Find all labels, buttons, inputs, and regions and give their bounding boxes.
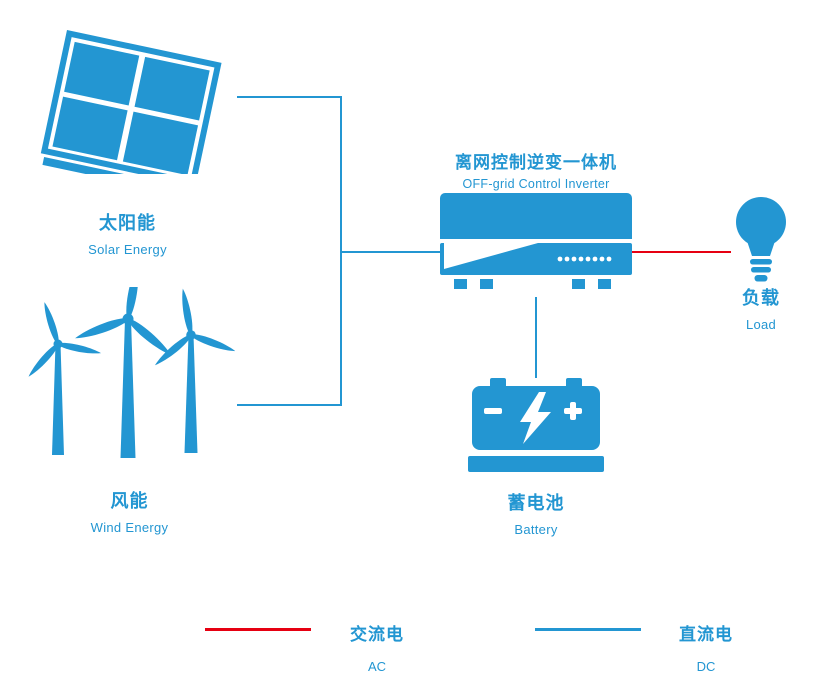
legend-dc-label: 直流电 — [679, 625, 733, 644]
solar-label: 太阳能 Solar Energy — [40, 213, 215, 257]
legend-ac-label: 交流电 — [350, 625, 404, 644]
inverter-subtitle: OFF-grid Control Inverter — [462, 177, 610, 192]
wire-wind-to-junction — [237, 404, 342, 406]
load-subtitle: Load — [745, 316, 777, 332]
wind-label: 风能 Wind Energy — [42, 491, 217, 535]
load-label: 负载 Load — [711, 288, 811, 332]
load-title: 负载 — [742, 288, 780, 308]
wind-turbines-icon — [28, 287, 235, 461]
solar-panel-icon — [25, 16, 235, 174]
battery-subtitle: Battery — [514, 521, 558, 537]
legend-ac: 交流电 AC — [332, 620, 422, 674]
wire-solar-to-junction — [237, 96, 342, 98]
inverter-label: 离网控制逆变一体机 OFF-grid Control Inverter — [426, 153, 646, 192]
wind-title: 风能 — [110, 491, 149, 511]
wire-inverter-to-battery — [535, 297, 537, 378]
wind-subtitle: Wind Energy — [90, 519, 169, 535]
legend-dc: 直流电 DC — [661, 620, 751, 674]
solar-subtitle: Solar Energy — [88, 241, 167, 257]
wire-junction-to-inverter — [342, 251, 440, 253]
legend-dc-abbr: DC — [696, 659, 716, 674]
legend-dc-line — [535, 628, 641, 631]
legend-ac-line — [205, 628, 311, 631]
battery-icon — [468, 378, 604, 474]
battery-label: 蓄电池 Battery — [461, 493, 611, 537]
wire-inverter-to-load — [632, 251, 731, 253]
wire-junction-vertical — [340, 96, 342, 406]
light-bulb-icon — [733, 196, 789, 284]
legend-ac-abbr: AC — [367, 659, 387, 674]
inverter-title: 离网控制逆变一体机 — [455, 153, 617, 172]
solar-title: 太阳能 — [99, 213, 156, 233]
battery-title: 蓄电池 — [507, 493, 565, 513]
inverter-icon — [440, 193, 632, 297]
